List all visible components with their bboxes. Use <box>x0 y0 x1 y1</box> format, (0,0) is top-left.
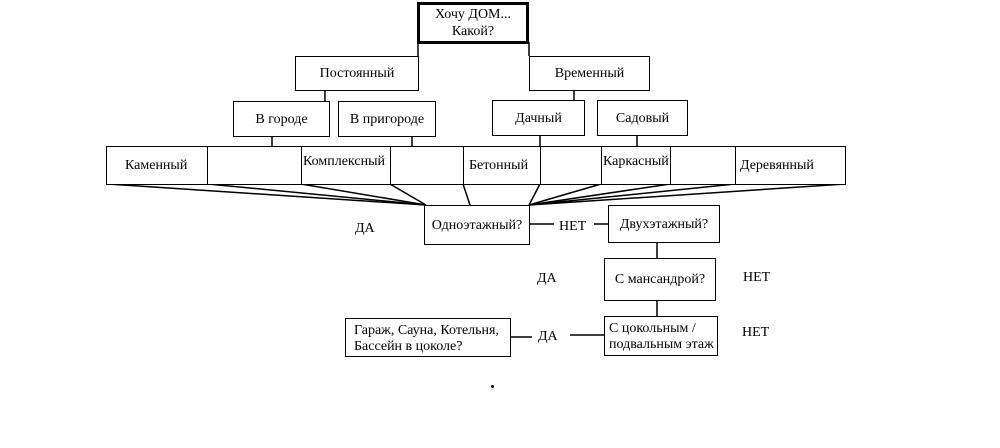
dacha-box: Дачный <box>492 100 585 136</box>
extras-box: Гараж, Сауна, Котельня, Бассейн в цоколе… <box>345 318 511 357</box>
garden-box: Садовый <box>597 100 688 136</box>
material-blank-1 <box>207 146 303 185</box>
material-blank-2 <box>390 146 465 185</box>
stray-dot <box>491 385 494 388</box>
city-box: В городе <box>233 101 330 137</box>
basement-no-label: НЕТ <box>742 325 770 340</box>
one-storey-box: Одноэтажный? <box>424 205 530 245</box>
material-blank-4 <box>670 146 737 185</box>
basement-box: С цокольным / подвальным этаж <box>604 316 718 356</box>
material-blank-3 <box>540 146 603 185</box>
material-frame: Каркасный <box>601 146 672 185</box>
material-complex: Комплексный <box>301 146 392 185</box>
one-storey-yes-label: ДА <box>355 221 375 236</box>
material-concrete: Бетонный <box>463 146 542 185</box>
basement-yes-label: ДА <box>538 329 558 344</box>
two-storey-box: Двухэтажный? <box>608 205 720 243</box>
mansard-no-label: НЕТ <box>743 270 771 285</box>
suburb-box: В пригороде <box>338 101 436 137</box>
mansard-box: С мансандрой? <box>604 258 716 301</box>
material-stone: Каменный <box>106 146 209 185</box>
one-storey-no-label: НЕТ <box>559 219 587 234</box>
permanent-house-box: Постоянный <box>295 56 419 91</box>
material-wood: Деревянный <box>735 146 846 185</box>
mansard-yes-label: ДА <box>537 271 557 286</box>
temporary-house-box: Временный <box>529 56 650 91</box>
root-question-box: Хочу ДОМ... Какой? <box>417 2 529 44</box>
